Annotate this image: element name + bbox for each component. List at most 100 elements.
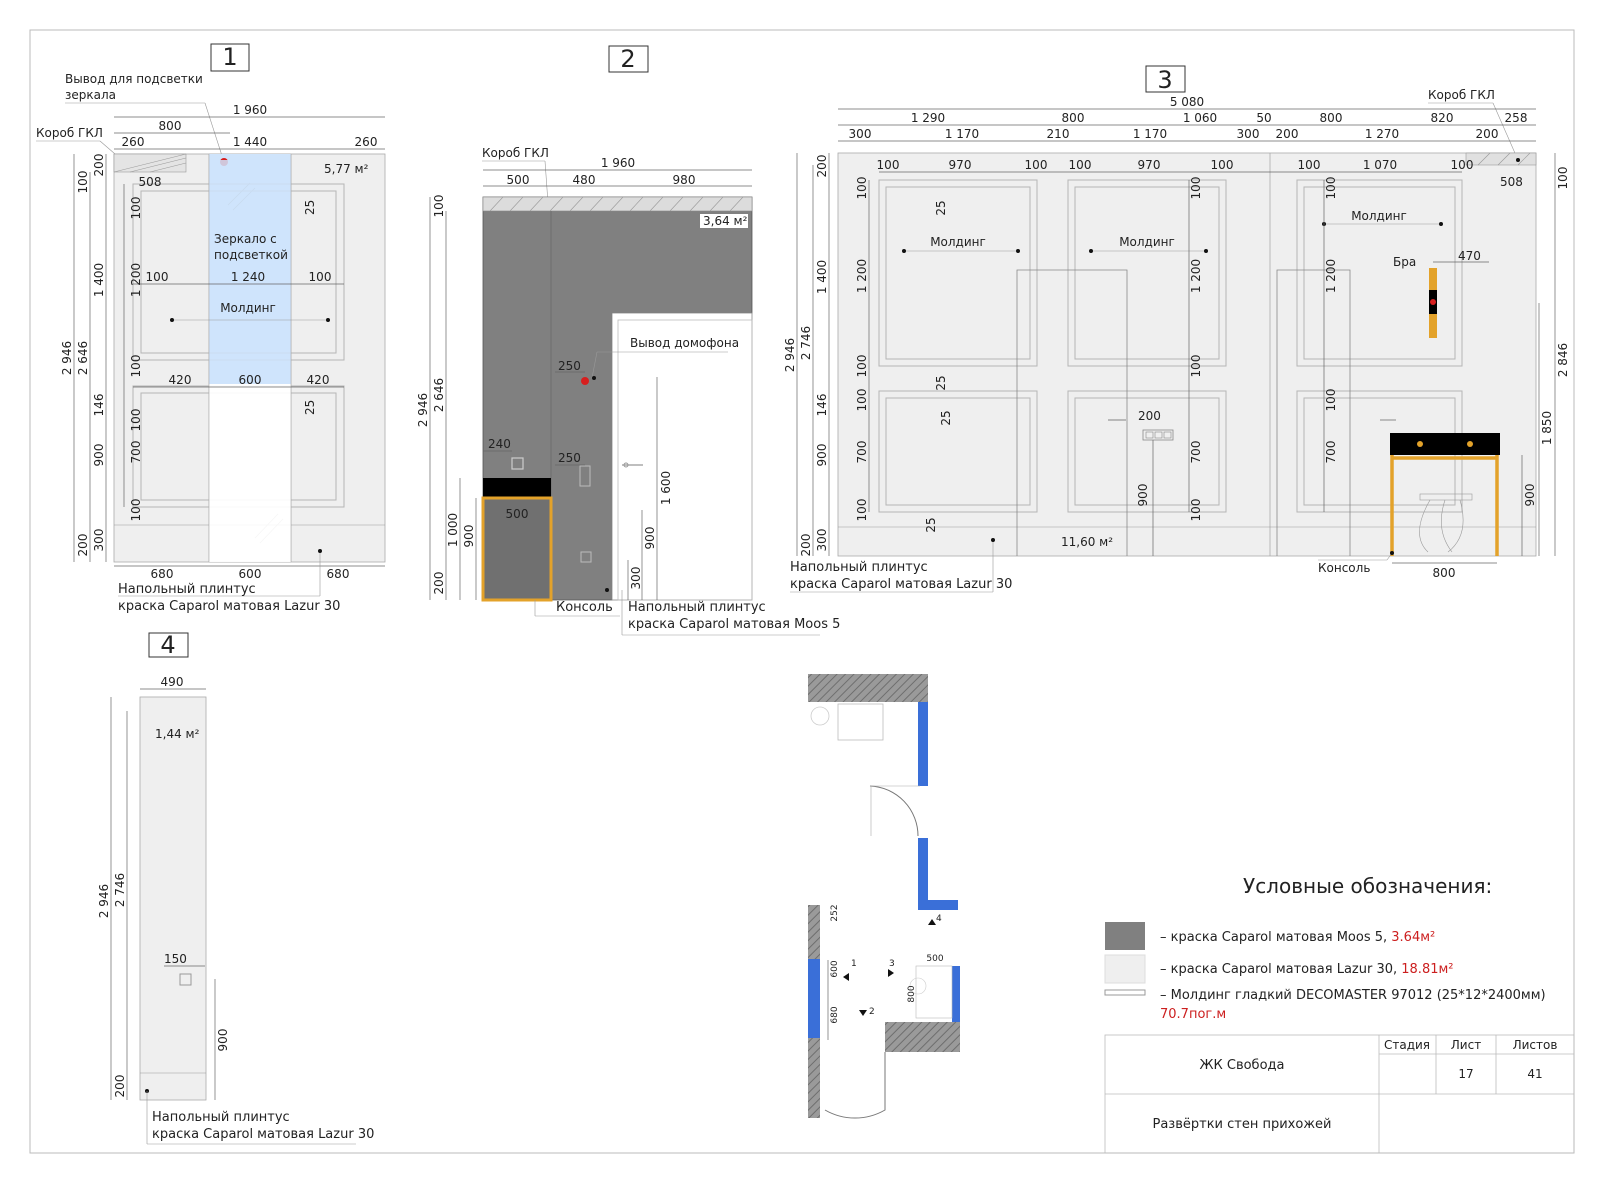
area-label: 11,60 м²: [1061, 535, 1113, 549]
dim: 300: [849, 127, 872, 141]
view-marker-3-icon: [888, 969, 894, 977]
plan-stool-icon: [810, 706, 830, 726]
stool-icon: [1419, 493, 1473, 553]
view-number: 3: [1157, 66, 1172, 94]
dim: 300: [92, 529, 106, 552]
dim: 980: [673, 173, 696, 187]
dim: 700: [1324, 441, 1338, 464]
dim: 680: [327, 567, 350, 581]
dim: 100: [1324, 177, 1338, 200]
view-3-elevation: 3 Короб ГКЛ: [783, 65, 1570, 593]
dim: 900: [1136, 484, 1150, 507]
dim: 250: [558, 359, 581, 373]
plan-dim: 680: [830, 1006, 840, 1023]
stage-header: Стадия: [1384, 1038, 1430, 1052]
dim-total-width: 1 960: [233, 103, 267, 117]
floor-plan: 252 600 680 500 800 1 2 3 4: [808, 674, 960, 1119]
dim: 820: [1431, 111, 1454, 125]
plan-wall-blue: [918, 702, 928, 786]
dim: 700: [129, 441, 143, 464]
note-box: Короб ГКЛ: [1428, 88, 1495, 102]
note-box: Короб ГКЛ: [36, 126, 103, 140]
dim: 250: [558, 451, 581, 465]
dim: 200: [76, 534, 90, 557]
molding-frames: [878, 179, 1463, 513]
dim: 25: [924, 517, 938, 532]
socket-icon: [511, 457, 524, 470]
dim: 2 746: [113, 873, 127, 907]
dim: 700: [855, 441, 869, 464]
plan-dim: 800: [907, 985, 917, 1002]
dim: 490: [161, 675, 184, 689]
molding-label: Молдинг: [220, 301, 276, 315]
dim: 100: [129, 355, 143, 378]
dim: 1 200: [855, 259, 869, 293]
skirting-line2: краска Caparol матовая Moos 5: [628, 617, 840, 632]
note-lighting-line2: зеркала: [65, 88, 116, 102]
dim: 1 170: [945, 127, 979, 141]
dim: 500: [507, 173, 530, 187]
console-label: Консоль: [1318, 561, 1370, 575]
dim: 240: [488, 437, 511, 451]
plan-wall-hatched: [808, 674, 928, 702]
view-number: 4: [160, 631, 175, 659]
dim: 680: [151, 567, 174, 581]
dim: 1 960: [601, 156, 635, 170]
dim: 1 060: [1183, 111, 1217, 125]
dim: 100: [129, 197, 143, 220]
view-marker-1-icon: [843, 973, 849, 981]
dim: 2 946: [97, 884, 111, 918]
dim: 2 746: [799, 326, 813, 360]
dim: 100: [877, 158, 900, 172]
skirting-line1: Напольный плинтус: [152, 1110, 290, 1125]
dim: 800: [1320, 111, 1343, 125]
note-lighting-line1: Вывод для подсветки: [65, 72, 203, 86]
dim: 100: [855, 389, 869, 412]
intercom-outlet-icon: [581, 377, 589, 385]
wall-panel: [139, 696, 207, 1101]
dim: 200: [1138, 409, 1161, 423]
dim: 100: [1025, 158, 1048, 172]
dim: 900: [815, 444, 829, 467]
dim: 470: [1458, 249, 1481, 263]
dim: 260: [355, 135, 378, 149]
dim: 100: [432, 195, 446, 218]
view-number: 2: [620, 45, 635, 73]
dim: 200: [1276, 127, 1299, 141]
dim: 1 200: [1324, 259, 1338, 293]
area-label-bg: [700, 214, 748, 228]
dim: 1 070: [1363, 158, 1397, 172]
dim: 2 646: [432, 378, 446, 412]
socket-icon: [179, 973, 192, 986]
dim: 2 846: [1556, 343, 1570, 377]
area-label: 1,44 м²: [155, 727, 200, 741]
dim: 2 946: [60, 341, 74, 375]
dim: 25: [939, 410, 953, 425]
dim: 900: [216, 1029, 230, 1052]
dim: 2 946: [416, 393, 430, 427]
dim: 146: [92, 394, 106, 417]
area-label: 5,77 м²: [324, 162, 369, 176]
dim: 2 946: [783, 338, 797, 372]
sheet-count: 41: [1527, 1067, 1542, 1081]
dim: 100: [1189, 355, 1203, 378]
console-frame: [1390, 455, 1499, 556]
dim: 508: [1500, 175, 1523, 189]
project-name: ЖК Свобода: [1200, 1058, 1285, 1073]
plan-dim: 500: [926, 954, 943, 964]
dim: 700: [1189, 441, 1203, 464]
plan-marker-label: 4: [936, 914, 942, 924]
dim: 100: [1324, 389, 1338, 412]
dim: 420: [169, 373, 192, 387]
skirting-line1: Напольный плинтус: [118, 582, 256, 597]
dim: 900: [92, 444, 106, 467]
view-number-box: [210, 43, 250, 72]
plan-dim: 252: [830, 904, 840, 921]
dim: 900: [462, 525, 476, 548]
sheet-title: Развёртки стен прихожей: [1153, 1117, 1332, 1132]
dim: 100: [855, 177, 869, 200]
dim: 970: [1138, 158, 1161, 172]
door-opening: [611, 312, 753, 601]
view-marker-4-icon: [928, 919, 936, 925]
mirror-label-line1: Зеркало с: [214, 232, 277, 246]
